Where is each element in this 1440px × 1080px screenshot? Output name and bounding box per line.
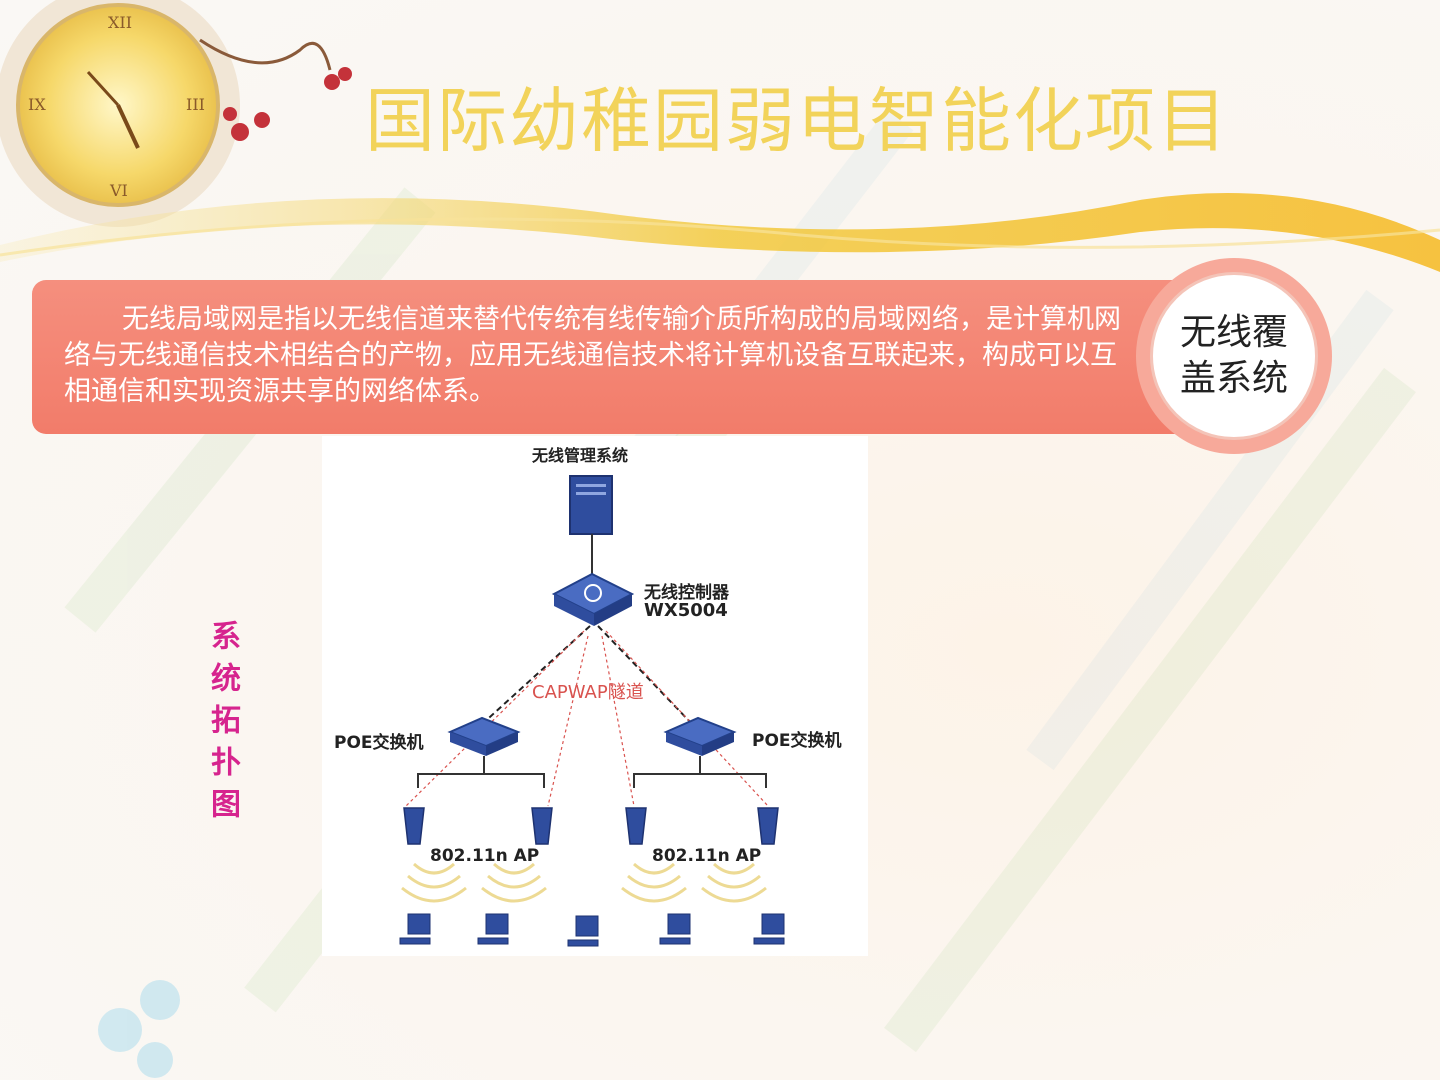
wifi-signal-icons: [401, 862, 767, 903]
client-pc-icons: [399, 913, 785, 947]
controller-icon: [551, 572, 635, 626]
poe-switch-right-label: POE交换机: [752, 731, 842, 751]
poe-switch-right-icon: [663, 716, 737, 756]
description-panel: [32, 280, 1192, 434]
svg-text:XII: XII: [108, 13, 132, 32]
capwap-tunnel-label: CAPWAP隧道: [532, 682, 644, 703]
badge-line-2: 盖系统: [1179, 358, 1288, 399]
poe-switch-left-icon: [447, 716, 521, 756]
controller-model-label: WX5004: [644, 600, 728, 621]
badge-circle: [1150, 272, 1318, 440]
svg-text:VI: VI: [109, 181, 128, 200]
berry-branch-decoration: [199, 38, 352, 141]
slide-title: 国际幼稚园弱电智能化项目: [365, 80, 1229, 162]
controller-name-label: 无线控制器: [644, 583, 729, 603]
svg-text:III: III: [186, 95, 205, 114]
capwap-tunnel-lines: [479, 625, 695, 727]
ap-tunnel-lines: [405, 630, 769, 807]
access-point-icons: [403, 807, 779, 845]
badge-line-1: 无线覆: [1179, 312, 1288, 353]
management-system-label: 无线管理系统: [532, 446, 629, 465]
description-text: 无线局域网是指以无线信道来替代传统有线传输介质所构成的局域网络，是计算机网络与无…: [64, 304, 1121, 407]
ap-left-label: 802.11n AP: [430, 846, 540, 866]
ap-right-label: 802.11n AP: [652, 846, 762, 866]
topology-diagram: 无线管理系统 无线控制器 WX5004 CAPWAP隧道 POE交换机 POE交…: [322, 436, 868, 956]
svg-text:IX: IX: [28, 95, 46, 114]
clock-decoration: XII III VI IX: [0, 0, 240, 227]
section-badge: 无线覆 盖系统: [1160, 310, 1308, 402]
server-icon: [569, 475, 613, 535]
side-label: 系统拓扑图: [205, 620, 240, 830]
topology-svg: [399, 475, 785, 947]
poe-switch-left-label: POE交换机: [334, 733, 424, 753]
